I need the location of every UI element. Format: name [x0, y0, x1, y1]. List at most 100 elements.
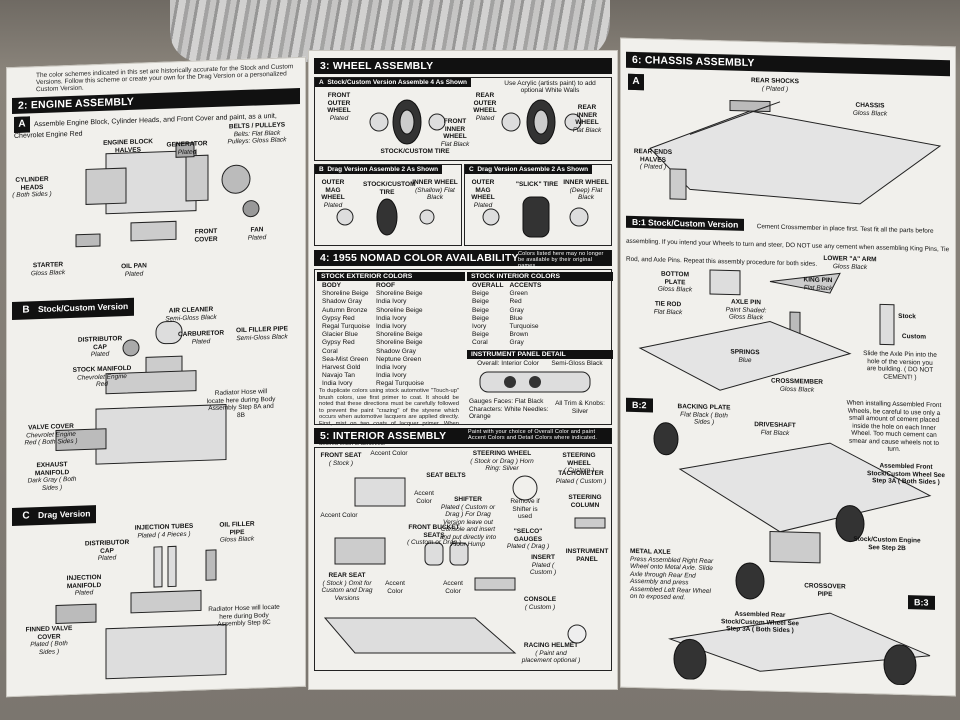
instruction-sheet: The color schemes indicated in this set …	[6, 37, 958, 698]
table-cell: Green	[509, 290, 528, 298]
drag-wheel-steps: B Drag Version Assemble 2 As Shown OUTER…	[314, 164, 612, 248]
table-cell: Coral	[472, 339, 488, 347]
inner-wheel-shallow-label: INNER WHEEL(Shallow) Flat Black	[412, 179, 458, 201]
engine-exploded-drawing	[75, 142, 260, 248]
instrument-panel-label: INSTRUMENT PANEL	[565, 548, 609, 563]
table-row: Coral Gray	[469, 339, 544, 347]
right-panel: 6: CHASSIS ASSEMBLY A REAR SHOCKS( Plate…	[620, 37, 956, 697]
instrument-panel-drawing	[479, 371, 591, 393]
table-cell: Navajo Tan	[322, 372, 355, 380]
wheel-assembly-title: 3: WHEEL ASSEMBLY	[314, 58, 612, 74]
table-cell: Neptune Green	[376, 355, 422, 363]
axle-pin-note: Slide the Axle Pin into the hole of the …	[863, 349, 937, 381]
color-availability-title: 4: 1955 NOMAD COLOR AVAILABILITY Colors …	[314, 250, 612, 269]
front-suspension-drawing	[638, 269, 895, 391]
table-cell: India Ivory	[376, 314, 407, 322]
stock-axle-label: Stock	[898, 312, 916, 321]
middle-panel: 3: WHEEL ASSEMBLY A Stock/Custom Version…	[308, 50, 618, 690]
rear-ends-halves-label: REAR ENDS HALVES( Plated )	[633, 147, 673, 171]
steering-wheel-custom-label: STEERING WHEEL( Custom )	[562, 452, 596, 474]
accent-color-label-5: Accent Color	[443, 580, 463, 595]
interior-exploded-drawing	[323, 475, 606, 654]
accent-color-label-2: Accent Color	[414, 490, 434, 505]
table-cell: India Ivory	[376, 323, 407, 331]
table-cell: Glacier Blue	[322, 331, 358, 339]
wheel-step-b-caption: B Drag Version Assemble 2 As Shown	[315, 165, 443, 174]
drag-rear-wheel-drawing	[482, 196, 589, 238]
table-cell: Beige	[472, 290, 489, 298]
stock-custom-engine-label: Stock/Custom Engine See Step 2B	[853, 535, 921, 552]
table-cell: Regal Turquoise	[376, 380, 425, 388]
rear-shocks-label: REAR SHOCKS( Plated )	[750, 77, 800, 93]
table-row: Beige Red	[469, 298, 544, 306]
assembled-rear-wheel-label: Assembled Rear Stock/Custom Wheel See St…	[720, 610, 800, 635]
drag-front-wheel-drawing	[336, 198, 435, 236]
table-cell: Brown	[509, 331, 529, 339]
engine-block-label: ENGINE BLOCK HALVES	[103, 138, 153, 154]
inner-wheel-deep-label: INNER WHEEL(Deep) Flat Black	[563, 179, 609, 201]
gauges-faces-note: Gauges Faces: Flat Black Characters: Whi…	[469, 398, 549, 420]
final-chassis-drawing	[653, 422, 932, 686]
assembled-front-wheel-label: Assembled Front Stock/Custom Wheel See S…	[866, 462, 946, 486]
column-header: ACCENTS	[509, 282, 542, 289]
table-cell: Harvest Gold	[322, 364, 361, 372]
table-cell: Red	[509, 298, 522, 306]
table-cell: Shoreline Beige	[376, 339, 423, 347]
table-cell: Shadow Gray	[376, 347, 416, 355]
wheel-step-b: B Drag Version Assemble 2 As Shown OUTER…	[314, 164, 462, 246]
radiator-hose-note-c: Radiator Hose will locate here during Bo…	[208, 603, 280, 628]
table-cell: Shadow Gray	[322, 298, 362, 306]
instrument-panel-detail-header: INSTRUMENT PANEL DETAIL	[467, 350, 613, 359]
table-cell: Beige	[472, 298, 489, 306]
table-cell: Gray	[509, 339, 524, 347]
accent-color-label-3: Accent Color	[320, 512, 358, 519]
console-label: CONSOLE( Custom )	[523, 596, 557, 611]
panel-semi-gloss-note: Semi-Gloss Black	[551, 360, 603, 367]
table-row: Beige Green	[469, 290, 544, 298]
radiator-hose-note-b: Radiator Hose will locate here during Bo…	[206, 388, 276, 419]
exterior-colors-header: STOCK EXTERIOR COLORS	[317, 272, 465, 281]
chassis-frame-drawing	[649, 99, 942, 205]
table-cell: Gypsy Red	[322, 314, 355, 322]
slick-tire-label: "SLICK" TIRE	[515, 181, 559, 188]
table-row: Gypsy Red India Ivory	[319, 315, 427, 323]
front-bucket-seats-label: FRONT BUCKET SEATS( Custom or Drag )	[407, 524, 461, 546]
table-cell: Ivory	[472, 323, 487, 331]
table-cell: Regal Turquoise	[322, 323, 371, 331]
front-cover-label: FRONT COVER	[194, 227, 218, 244]
custom-axle-label: Custom	[901, 332, 927, 341]
table-row: Regal Turquoise India Ivory	[319, 323, 427, 331]
chassis-assembly-title: 6: CHASSIS ASSEMBLY	[626, 51, 950, 77]
steering-column-label: STEERING COLUMN	[568, 494, 602, 509]
accent-color-label-1: Accent Color	[370, 450, 408, 457]
table-cell: Turquoise	[509, 323, 539, 331]
remove-if-shifter-note: Remove if Shifter is used	[510, 498, 540, 520]
table-cell: India Ivory	[376, 372, 407, 380]
